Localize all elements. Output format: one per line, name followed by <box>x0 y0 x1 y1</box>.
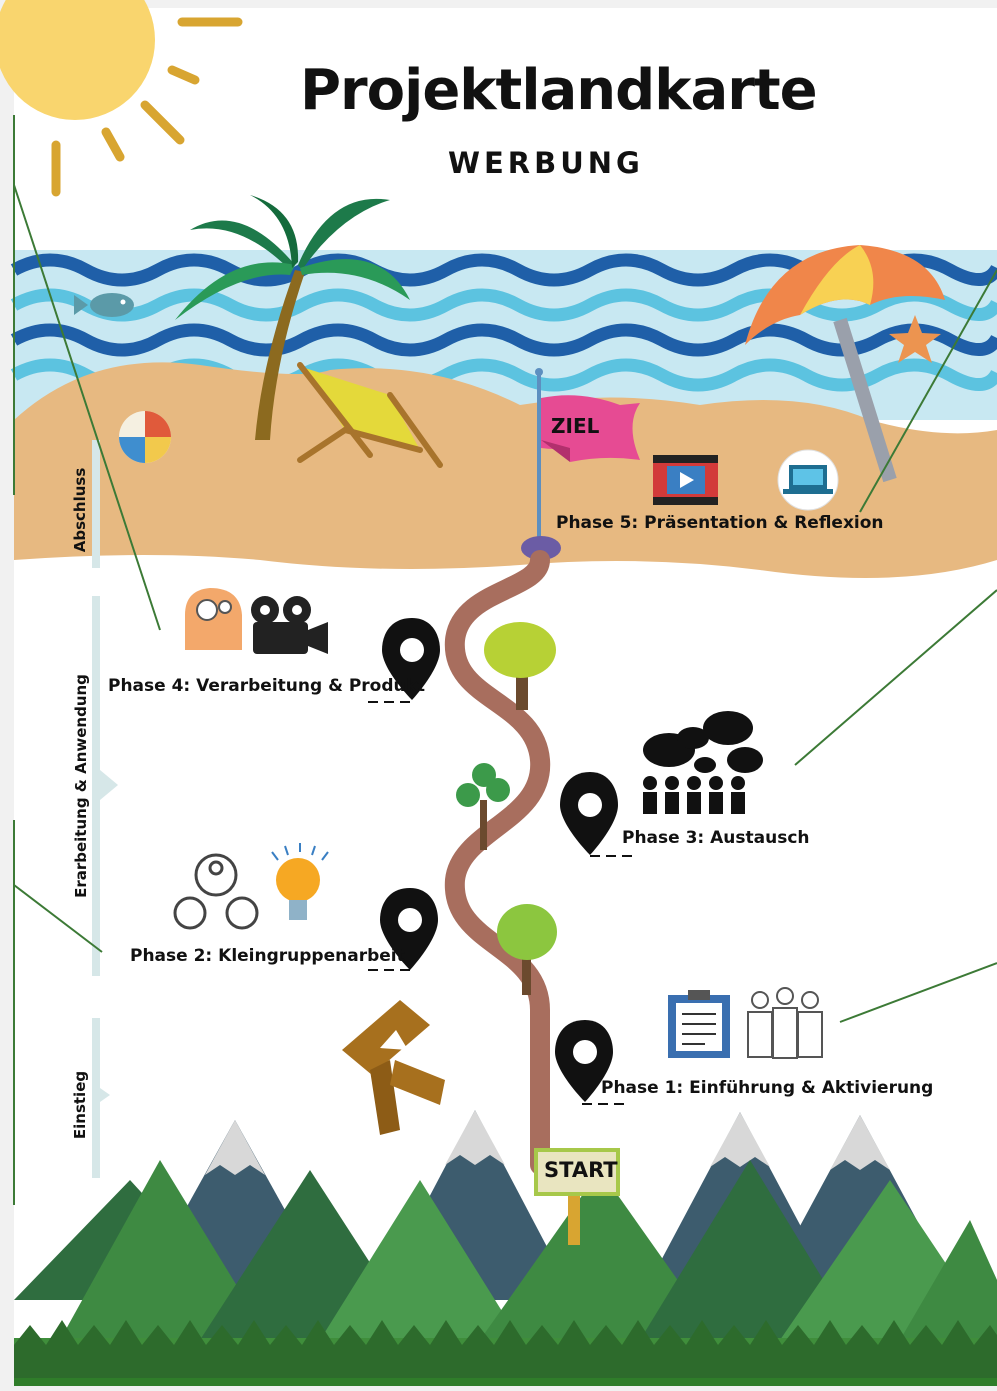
page-title: Projektlandkarte <box>300 58 818 123</box>
goal-flag-label: ZIEL <box>551 414 600 438</box>
annotation-lines <box>13 115 997 1205</box>
fish-icon <box>74 293 134 317</box>
deck-chair-icon <box>297 362 443 468</box>
phase-4-label: Phase 4: Verarbeitung & Produkt <box>108 676 426 696</box>
phase-1-label: Phase 1: Einführung & Aktivierung <box>601 1078 934 1098</box>
phase-2-label: Phase 2: Kleingruppenarbeit <box>130 946 405 966</box>
location-pin-icon <box>382 618 440 700</box>
winding-path <box>444 550 551 1175</box>
stage-label-abschluss: Abschluss <box>71 467 89 553</box>
head-gears-icon <box>185 588 242 650</box>
start-sign-icon <box>534 1148 620 1245</box>
group-discussion-icon <box>643 711 763 814</box>
film-camera-icon <box>251 596 328 654</box>
stage-label-erarbeitung: Erarbeitung & Anwendung <box>72 674 90 898</box>
timeline-bar <box>92 440 118 1178</box>
wooden-sign-icon <box>342 1000 445 1135</box>
tree-icon <box>456 763 510 850</box>
phase-3-label: Phase 3: Austausch <box>622 828 810 848</box>
page-subtitle: WERBUNG <box>448 146 644 180</box>
lightbulb-icon <box>271 843 329 920</box>
palm-tree-icon <box>175 195 410 440</box>
location-pin-icon <box>560 772 618 855</box>
phase-5-label: Phase 5: Präsentation & Reflexion <box>556 513 884 533</box>
gear-team-icon <box>173 853 259 930</box>
video-icon <box>653 455 718 505</box>
clipboard-icon <box>668 990 730 1058</box>
location-pin-icon <box>555 1020 613 1102</box>
sun-icon <box>0 0 243 197</box>
stage-label-einstieg: Einstieg <box>71 1070 89 1140</box>
laptop-icon <box>777 449 839 511</box>
start-sign-label: START <box>544 1158 618 1182</box>
starfish-icon <box>889 315 941 363</box>
goal-flag <box>521 368 640 560</box>
beach-ball-icon <box>119 411 171 463</box>
people-icon <box>747 987 823 1059</box>
beach-umbrella-icon <box>745 245 945 483</box>
mountains <box>14 1110 997 1340</box>
forest-strip <box>14 1320 997 1386</box>
location-pin-icon <box>380 888 438 970</box>
tree-icon <box>497 904 557 995</box>
tree-icon <box>484 622 556 710</box>
